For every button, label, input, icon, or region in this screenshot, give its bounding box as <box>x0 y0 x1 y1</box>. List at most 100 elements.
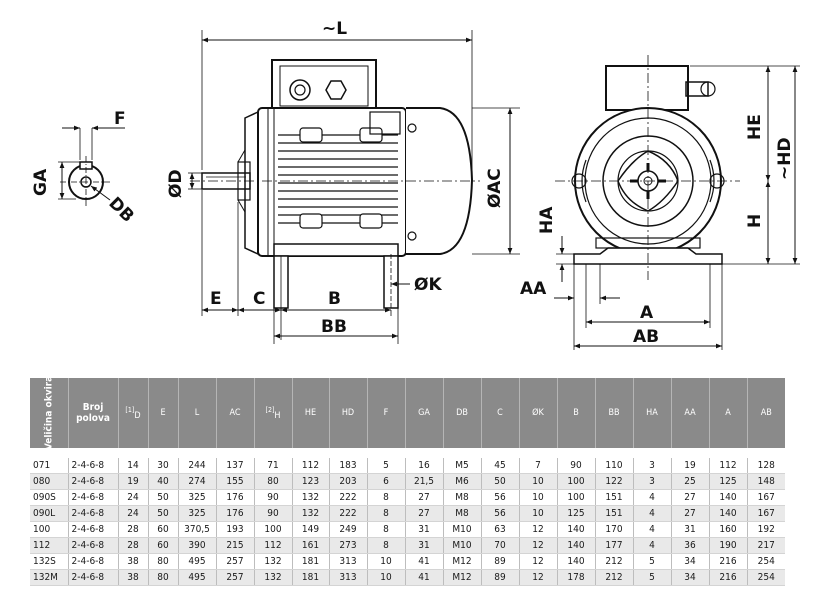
table-cell: M8 <box>443 489 482 506</box>
column-header-label: AA <box>684 408 696 418</box>
table-cell: 8 <box>367 505 406 522</box>
table-cell: 128 <box>747 458 785 474</box>
table-cell: 132 <box>292 505 330 522</box>
table-cell: 2-4-6-8 <box>68 553 119 570</box>
table-cell: 192 <box>747 521 785 538</box>
table-cell: 2-4-6-8 <box>68 569 119 586</box>
table-cell: 89 <box>481 553 520 570</box>
table-cell: 216 <box>709 553 748 570</box>
column-header: L <box>178 378 217 448</box>
table-cell: 80 <box>148 569 179 586</box>
table-cell: 31 <box>405 537 444 554</box>
label-e: E <box>210 289 222 309</box>
table-cell: 254 <box>747 553 785 570</box>
table-cell: 3 <box>633 458 672 474</box>
column-header: AC <box>216 378 255 448</box>
table-cell: 216 <box>709 569 748 586</box>
table-cell: 34 <box>671 553 710 570</box>
column-header: DB <box>443 378 482 448</box>
label-f: F <box>114 109 126 129</box>
table-cell: 140 <box>557 553 596 570</box>
table-cell: 28 <box>118 537 149 554</box>
table-cell: 90 <box>254 505 293 522</box>
table-cell: 071 <box>30 458 69 474</box>
table-cell: 148 <box>747 473 785 490</box>
label-a: A <box>640 303 654 323</box>
label-db: DB <box>104 193 137 226</box>
column-header: A <box>709 378 748 448</box>
column-header: GA <box>405 378 444 448</box>
table-cell: 160 <box>709 521 748 538</box>
column-header: HA <box>633 378 672 448</box>
label-hd: ~HD <box>775 137 795 180</box>
table-cell: 257 <box>216 553 255 570</box>
table-cell: 090S <box>30 489 69 506</box>
table-cell: 176 <box>216 505 255 522</box>
column-header: [2]H <box>254 378 293 448</box>
label-ga: GA <box>31 168 51 196</box>
table-cell: 212 <box>595 569 634 586</box>
table-cell: 2-4-6-8 <box>68 458 119 474</box>
table-cell: M8 <box>443 505 482 522</box>
table-cell: 12 <box>519 569 558 586</box>
table-cell: 112 <box>30 537 69 554</box>
footnote-marker: [1] <box>125 405 135 414</box>
table-cell: 31 <box>671 521 710 538</box>
column-header: E <box>148 378 179 448</box>
label-k: ØK <box>414 275 442 295</box>
table-cell: 27 <box>671 489 710 506</box>
column-header-label: AB <box>760 408 772 418</box>
label-c: C <box>253 289 265 309</box>
column-header: Broj polova <box>68 378 119 448</box>
table-cell: 254 <box>747 569 785 586</box>
table-cell: M10 <box>443 537 482 554</box>
table-cell: 10 <box>367 569 406 586</box>
table-cell: 2-4-6-8 <box>68 489 119 506</box>
table-cell: 16 <box>405 458 444 474</box>
table-cell: 390 <box>178 537 217 554</box>
table-cell: 10 <box>519 489 558 506</box>
table-cell: 70 <box>481 537 520 554</box>
column-header-label: B <box>573 408 579 418</box>
table-cell: 2-4-6-8 <box>68 473 119 490</box>
table-cell: 217 <box>747 537 785 554</box>
label-b: B <box>328 289 341 309</box>
table-cell: 177 <box>595 537 634 554</box>
table-cell: 80 <box>254 473 293 490</box>
table-cell: 100 <box>557 489 596 506</box>
table-cell: 178 <box>557 569 596 586</box>
column-header: ØK <box>519 378 558 448</box>
table-cell: 244 <box>178 458 217 474</box>
table-cell: 60 <box>148 537 179 554</box>
table-cell: 149 <box>292 521 330 538</box>
table-cell: 8 <box>367 537 406 554</box>
table-cell: 313 <box>329 553 368 570</box>
table-cell: 4 <box>633 537 672 554</box>
table-cell: 132 <box>254 553 293 570</box>
shaft-end-detail <box>58 125 125 208</box>
column-header-label: F <box>383 408 389 418</box>
table-cell: 112 <box>709 458 748 474</box>
table-cell: 2-4-6-8 <box>68 505 119 522</box>
column-header: BB <box>595 378 634 448</box>
label-ac: ØAC <box>485 168 505 208</box>
table-cell: 313 <box>329 569 368 586</box>
table-cell: 140 <box>709 505 748 522</box>
table-cell: 222 <box>329 505 368 522</box>
table-cell: 12 <box>519 553 558 570</box>
table-cell: 8 <box>367 521 406 538</box>
column-header: C <box>481 378 520 448</box>
table-cell: 71 <box>254 458 293 474</box>
table-cell: M12 <box>443 553 482 570</box>
label-d: ØD <box>166 169 186 198</box>
table-cell: 181 <box>292 569 330 586</box>
table-cell: 5 <box>633 553 672 570</box>
column-header-label: Veličina okvira <box>43 375 55 451</box>
table-cell: 25 <box>671 473 710 490</box>
table-cell: 10 <box>367 553 406 570</box>
column-header-label: HE <box>304 408 317 418</box>
table-cell: 122 <box>595 473 634 490</box>
